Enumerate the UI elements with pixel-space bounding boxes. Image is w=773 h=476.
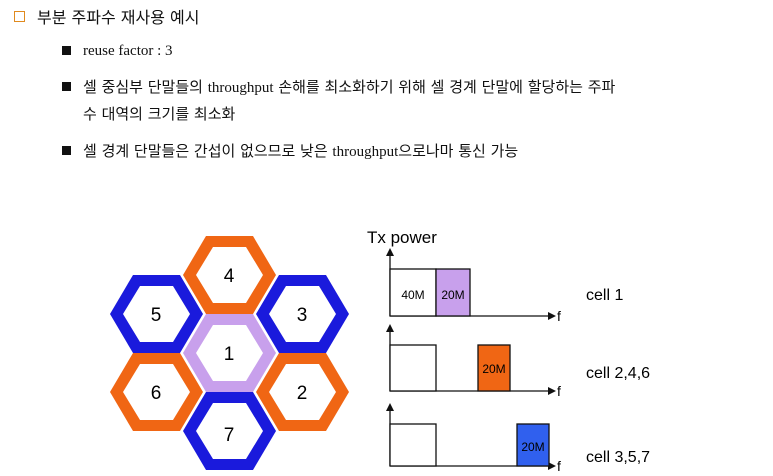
spectrum-cell-1 — [386, 248, 556, 320]
bullet-text-part: 손해를 최소화하기 위해 셀 경계 단말에 할당하는 주파 — [273, 78, 616, 96]
hex-label-7: 7 — [224, 425, 235, 446]
hex-cell-3 — [256, 275, 349, 353]
spectrum-cell-246 — [386, 324, 556, 395]
heading-text: 부분 주파수 재사용 예시 — [37, 8, 200, 27]
bullet-text-part: 으로나마 통신 가능 — [398, 142, 519, 160]
hex-label-1: 1 — [224, 344, 235, 365]
hex-cell-6 — [110, 353, 203, 431]
hex-label-4: 4 — [224, 266, 235, 287]
hex-label-3: 3 — [297, 305, 308, 326]
block-40m-label: 40M — [401, 288, 424, 302]
bullet-text-part: 수 대역의 크기를 최소화 — [83, 105, 236, 123]
bullet-text-part: throughput — [207, 80, 274, 96]
spectrum-cell-357 — [386, 403, 556, 470]
bullet-center-throughput: 셀 중심부 단말들의 throughput 손해를 최소화하기 위해 셀 경계 … — [62, 74, 752, 127]
bullet-edge-throughput: 셀 경계 단말들은 간섭이 없으므로 낮은 throughput으로나마 통신 … — [62, 138, 518, 165]
hex-cell-2 — [256, 353, 349, 431]
bullet-reuse-factor: reuse factor : 3 — [62, 38, 173, 64]
bullet-text: reuse factor : 3 — [83, 43, 173, 59]
square-bullet-icon — [62, 82, 71, 91]
axis-f-label: f — [557, 458, 561, 474]
bullet-text: 셀 중심부 단말들의 throughput 손해를 최소화하기 위해 셀 경계 … — [83, 74, 615, 127]
hex-cell-7 — [183, 392, 276, 470]
block-20m-label: 20M — [482, 362, 505, 376]
hex-cell-5 — [110, 275, 203, 353]
hex-label-5: 5 — [151, 305, 162, 326]
bullet-text-part: 셀 경계 단말들은 간섭이 없으므로 낮은 — [83, 142, 333, 160]
square-bullet-icon — [62, 146, 71, 155]
cell1-label: cell 1 — [586, 287, 623, 304]
section-heading: 부분 주파수 재사용 예시 — [14, 4, 199, 28]
axis-f-label: f — [557, 383, 561, 399]
cell246-label: cell 2,4,6 — [586, 365, 650, 382]
square-bullet-icon — [62, 46, 71, 55]
hex-label-6: 6 — [151, 383, 162, 404]
block-20m-label: 20M — [521, 440, 544, 454]
bullet-text-part: throughput — [332, 144, 399, 160]
hex-cell-4 — [183, 236, 276, 314]
bullet-text-part: 셀 중심부 단말들의 — [83, 78, 208, 96]
block-20m-label: 20M — [441, 288, 464, 302]
tx-power-label: Tx power — [367, 228, 437, 247]
axis-f-label: f — [557, 308, 561, 324]
hex-cell-1 — [183, 314, 276, 392]
checkbox-bullet-icon — [14, 10, 25, 22]
cell357-label: cell 3,5,7 — [586, 449, 650, 466]
bullet-text: 셀 경계 단말들은 간섭이 없으므로 낮은 throughput으로나마 통신 … — [83, 138, 518, 165]
hex-label-2: 2 — [297, 383, 308, 404]
